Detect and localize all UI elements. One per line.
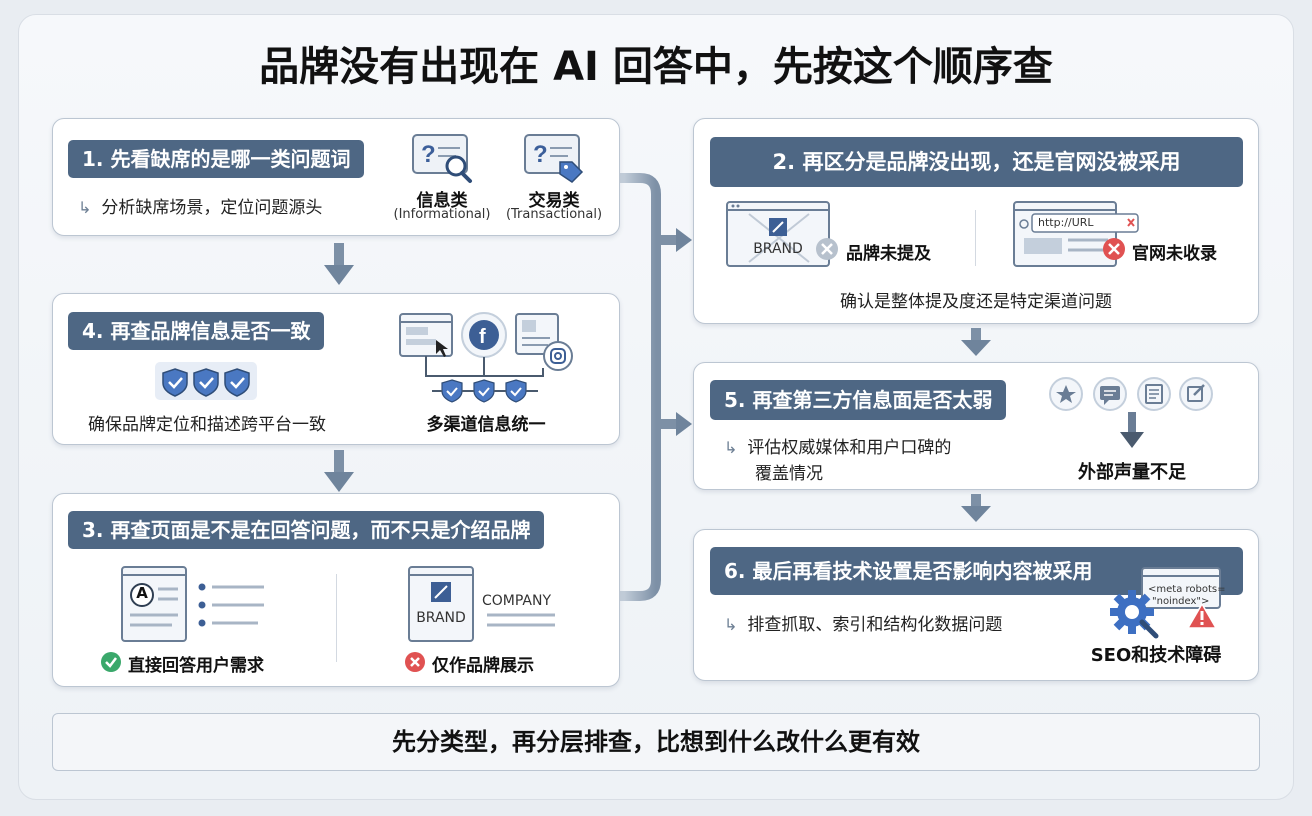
step5-desc-line1: 评估权威媒体和用户口碑的 [747,438,952,458]
gear-icon [1110,590,1159,639]
answer-letter: A [136,584,148,602]
step2-case-b: 官网未收录 [1132,244,1217,264]
step1-desc: 分析缺席场景，定位问题源头 [101,198,323,218]
step1-heading: 1. 先看缺席的是哪一类问题词 [68,140,365,178]
step4-desc: 确保品牌定位和描述跨平台一致 [88,415,326,435]
arrow-hook-icon: ↳ [724,615,738,634]
down-arrow-icon [961,494,991,522]
step2-heading: 2. 再区分是品牌没出现，还是官网没被采用 [710,137,1243,187]
footer-summary: 先分类型，再分层排查，比想到什么改什么更有效 [52,713,1260,771]
step3-divider [336,574,337,662]
step5-desc-row: ↳ 评估权威媒体和用户口碑的 [724,433,951,458]
step6-result: SEO和技术障碍 [1090,645,1222,666]
step2-case-a: 品牌未提及 [846,244,931,264]
svg-text:?: ? [421,141,436,168]
meta-line2: "noindex"> [1152,596,1210,607]
company-text: COMPANY [482,593,552,609]
down-arrow-icon [324,243,354,285]
step6-desc-row: ↳ 排查抓取、索引和结构化数据问题 [724,610,1002,635]
meta-line1: <meta robots= [1148,584,1226,595]
cross-bad-icon [405,652,425,672]
step5-desc-line2: 覆盖情况 [755,464,823,484]
step5-heading: 5. 再查第三方信息面是否太弱 [710,380,1007,420]
step2-brand-text: BRAND [753,241,803,257]
arrow-hook-icon: ↳ [724,438,738,457]
third-party-sources-icon [1049,377,1213,448]
shield-chain-icon [155,362,257,400]
svg-text:f: f [479,326,486,348]
answer-page-icon [121,566,264,642]
down-arrow-icon [324,450,354,492]
type-informational-label: 信息类 [416,191,468,211]
step4-heading: 4. 再查品牌信息是否一致 [68,312,325,350]
check-good-icon [101,652,121,672]
step3-bad-label: 仅作品牌展示 [432,656,534,676]
type-informational-sub: (Informational) [393,207,491,222]
arrow-hook-icon: ↳ [78,198,92,217]
url-text: http://URL [1038,216,1094,229]
site-unindexed-icon [1013,201,1139,267]
step2-desc: 确认是整体提及度还是特定渠道问题 [840,292,1112,312]
step1-desc-row: ↳ 分析缺席场景，定位问题源头 [78,193,322,218]
step2-divider [975,210,976,266]
brand-page-icon [408,566,555,642]
brand-text: BRAND [416,610,466,626]
svg-text:?: ? [533,141,548,168]
page-title: 品牌没有出现在 AI 回答中，先按这个顺序查 [259,44,1053,90]
step5-result: 外部声量不足 [1078,462,1186,483]
brand-missing-icon [726,201,838,267]
down-arrow-icon [961,328,991,356]
type-transactional-label: 交易类 [528,191,580,211]
meta-robots-icon [1141,567,1221,629]
multi-channel-icon: f [399,312,573,403]
question-tag-icon: ? [524,134,584,183]
step4-channel-label: 多渠道信息统一 [426,415,546,435]
step6-desc: 排查抓取、索引和结构化数据问题 [747,615,1003,635]
step3-heading: 3. 再查页面是不是在回答问题，而不只是介绍品牌 [68,511,545,549]
question-search-icon: ? [412,134,472,183]
step3-good-label: 直接回答用户需求 [128,656,264,676]
type-transactional-sub: (Transactional) [505,207,603,222]
